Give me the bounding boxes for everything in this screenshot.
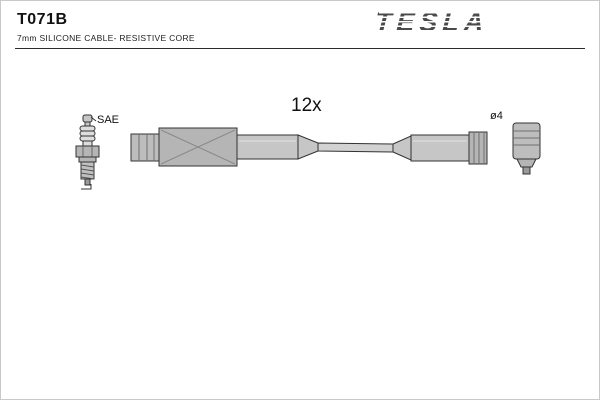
quantity-label: 12x	[291, 95, 322, 116]
terminal-illustration	[512, 122, 541, 175]
part-number: T071B	[17, 11, 68, 28]
sae-leader-line	[90, 116, 97, 122]
product-subtitle: 7mm SILICONE CABLE- RESISTIVE CORE	[17, 33, 195, 43]
brand-logo: TESLA	[374, 7, 491, 37]
header-divider	[15, 48, 585, 49]
spark-plug-illustration	[75, 114, 100, 190]
ignition-cable-diagram: 12x	[75, 95, 541, 190]
cable-assembly-illustration	[130, 127, 488, 167]
diameter-label: ø4	[490, 110, 503, 122]
sae-label: SAE	[97, 114, 119, 126]
